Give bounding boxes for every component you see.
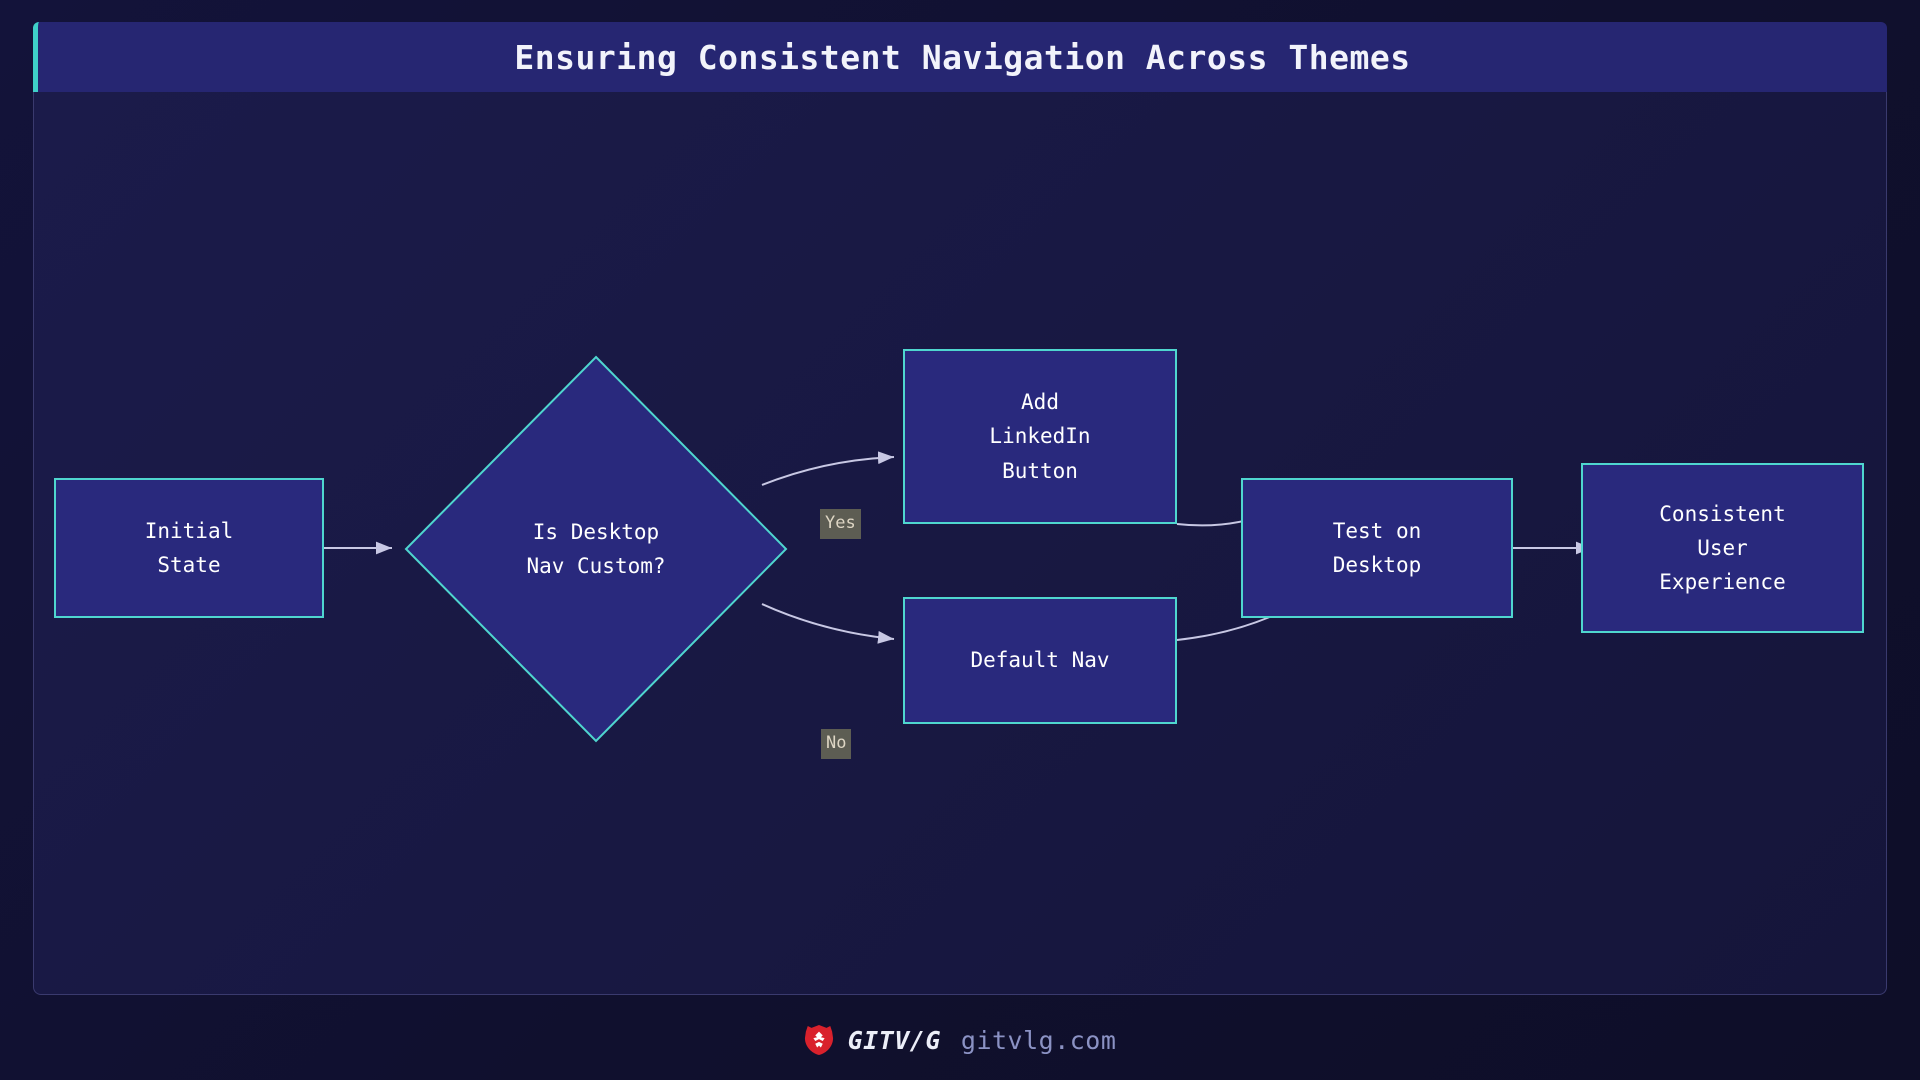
footer-bar: GITV/G gitvlg.com <box>0 1010 1920 1070</box>
node-label: Is Desktop Nav Custom? <box>526 519 666 578</box>
node-test-on-desktop[interactable]: Test on Desktop <box>1241 478 1513 618</box>
node-decision-is-desktop-nav-custom[interactable]: Is Desktop Nav Custom? <box>404 355 788 743</box>
node-consistent-user-experience[interactable]: Consistent User Experience <box>1581 463 1864 633</box>
node-label: Add LinkedIn Button <box>989 390 1091 483</box>
node-label: Test on Desktop <box>1332 518 1422 577</box>
page-title: Ensuring Consistent Navigation Across Th… <box>514 37 1411 77</box>
node-initial-state[interactable]: Initial State <box>54 478 324 618</box>
diagram-canvas: Initial State Is Desktop Nav Custom? Add… <box>33 92 1887 995</box>
edge-label-no: No <box>821 729 852 759</box>
node-label: Consistent User Experience <box>1659 501 1786 594</box>
node-label: Initial State <box>144 518 234 577</box>
node-default-nav[interactable]: Default Nav <box>903 597 1177 724</box>
node-label: Default Nav <box>970 648 1110 673</box>
edge-label-yes: Yes <box>820 509 861 539</box>
brand-url: gitvlg.com <box>960 1025 1117 1055</box>
brand-name: GITV/G <box>847 1025 941 1055</box>
title-bar: Ensuring Consistent Navigation Across Th… <box>33 22 1887 92</box>
edge-label-text: Yes <box>825 513 856 533</box>
diamond-shape <box>404 355 788 743</box>
lion-logo-icon <box>804 1025 833 1055</box>
node-add-linkedin-button[interactable]: Add LinkedIn Button <box>903 349 1177 524</box>
edge-label-text: No <box>826 733 847 753</box>
